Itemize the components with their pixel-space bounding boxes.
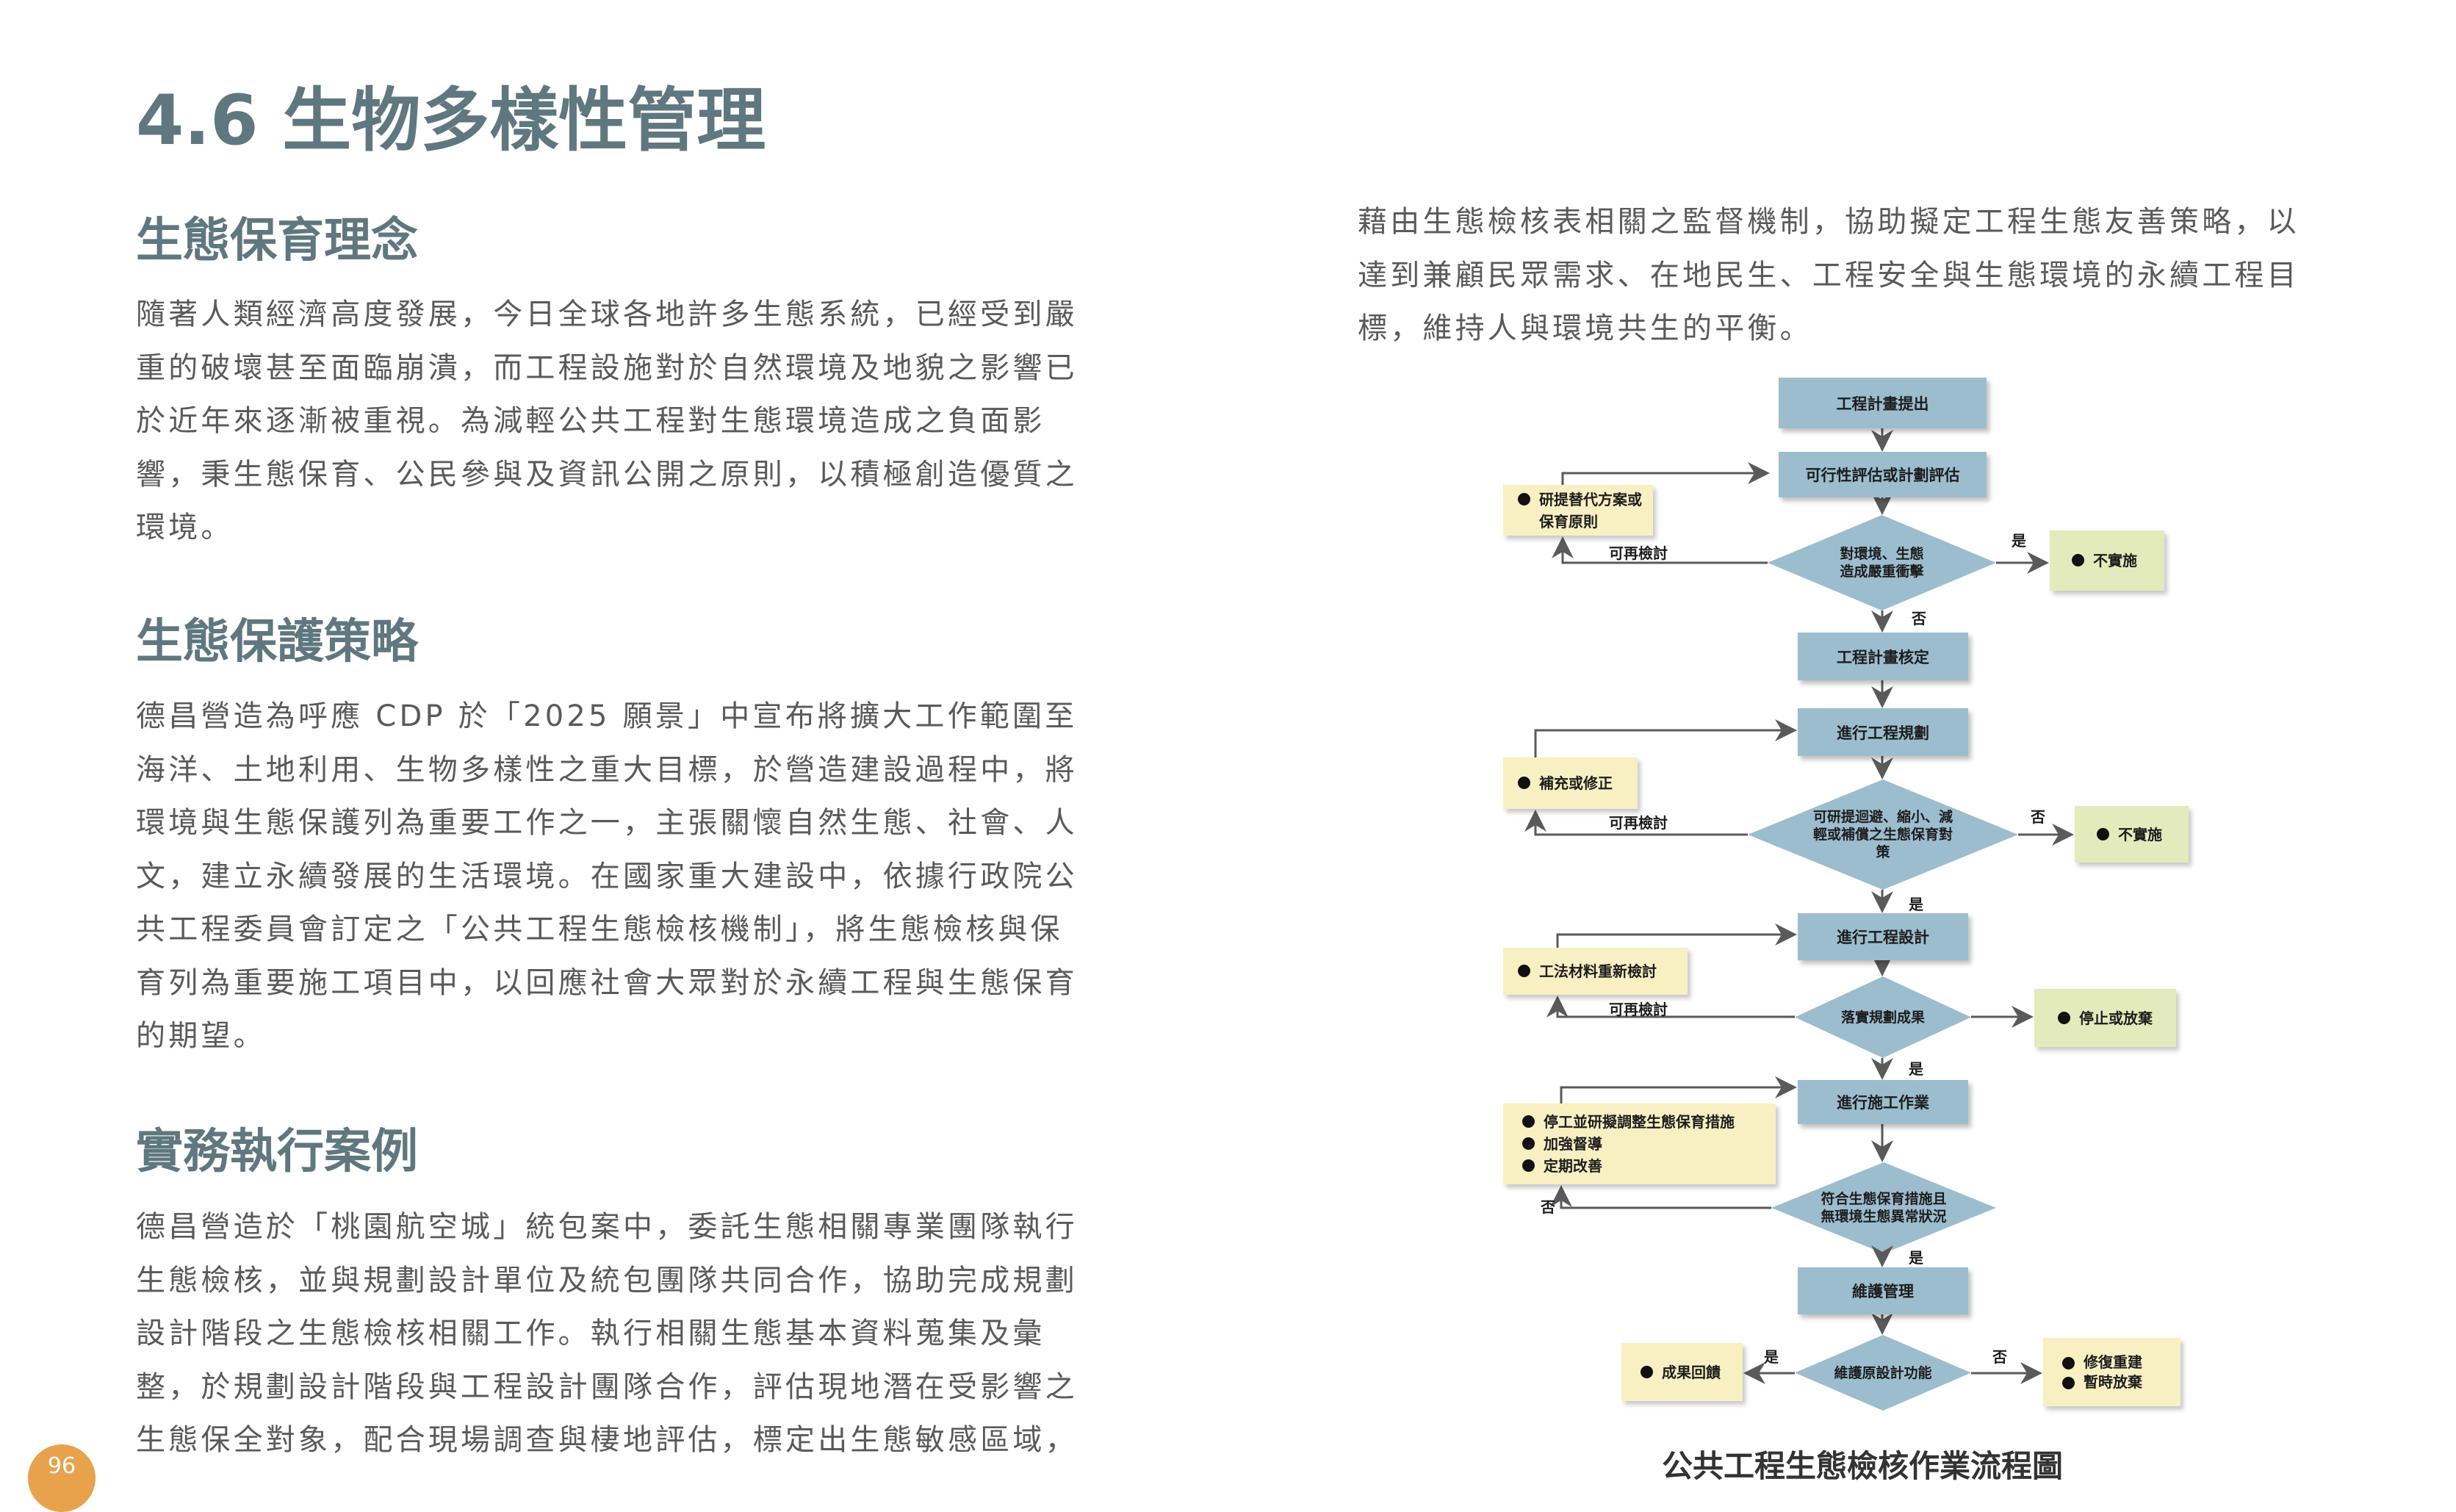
decision-text: 造成嚴重衝擊 [1840, 564, 1924, 580]
label-review: 可再檢討 [1609, 544, 1668, 562]
note-text: 不實施 [2093, 552, 2137, 569]
bullet-icon [2072, 554, 2084, 566]
label-no: 否 [2031, 808, 2045, 826]
decision-text: 無環境生態異常狀況 [1821, 1209, 1947, 1225]
text-line: 達到兼顧民眾需求、在地民生、工程安全與生態環境的永續工程目 [1358, 258, 2300, 292]
note-text: 研提替代方案或 [1539, 490, 1642, 508]
page-title: 4.6 生物多樣性管理 [136, 81, 766, 161]
bullet-icon [1522, 1115, 1535, 1128]
bullet-icon [1518, 965, 1530, 977]
note-text: 不實施 [2118, 825, 2162, 843]
label-no: 否 [1992, 1348, 2007, 1366]
text-line: 文，建立永續發展的生活環境。在國家重大建設中，依據行政院公 [136, 859, 1078, 893]
text-line: 整，於規劃設計階段與工程設計團隊合作，評估現地潛在受影響之 [136, 1369, 1078, 1404]
decision-text: 輕或補償之生態保育對 [1812, 827, 1953, 843]
label-yes: 是 [1764, 1348, 1779, 1366]
text-line: 生態保全對象，配合現場調查與棲地評估，標定出生態敏感區域， [136, 1423, 1078, 1457]
text-line: 的期望。 [136, 1019, 266, 1053]
label-review: 可再檢討 [1609, 814, 1668, 832]
decision-implement-plan: 落實規劃成果 [1795, 976, 1971, 1058]
note-text: 定期改善 [1544, 1157, 1602, 1175]
flowchart-connectors [1524, 428, 2074, 1384]
step-feasibility-assessment: 可行性評估或計劃評估 [1779, 452, 1987, 497]
label-review: 可再檢討 [1609, 1001, 1668, 1018]
paragraph-case-study: 德昌營造於「桃園航空城」統包案中，委託生態相關專業團隊執行 生態檢核，並與規劃設… [136, 1200, 1078, 1467]
label-yes: 是 [1909, 1249, 1923, 1267]
text-line: 藉由生態檢核表相關之監督機制，協助擬定工程生態友善策略，以 [1358, 205, 2300, 239]
bullet-icon [2062, 1356, 2075, 1369]
step-project-approval: 工程計畫核定 [1798, 633, 1968, 680]
note-stop-or-abandon: 停止或放棄 [2034, 989, 2176, 1047]
text-line: 德昌營造於「桃園航空城」統包案中，委託生態相關專業團隊執行 [136, 1210, 1078, 1244]
bullet-icon [1641, 1365, 1653, 1378]
note-text: 停工並研擬調整生態保育措施 [1544, 1113, 1735, 1131]
note-feedback: 成果回饋 [1621, 1343, 1743, 1401]
decision-conservation-compliance: 符合生態保育措施且 無環境生態異常狀況 [1771, 1162, 1996, 1253]
note-text: 加強督導 [1544, 1135, 1602, 1153]
note-text: 工法材料重新檢討 [1539, 962, 1657, 980]
note-text: 成果回饋 [1662, 1363, 1721, 1381]
label-no: 否 [1912, 610, 1926, 627]
paragraph-right-intro: 藉由生態檢核表相關之監督機制，協助擬定工程生態友善策略，以 達到兼顧民眾需求、在… [1358, 195, 2300, 356]
decision-text: 維護原設計功能 [1834, 1364, 1932, 1381]
flowchart-caption: 公共工程生態檢核作業流程圖 [1662, 1448, 2064, 1484]
text-line: 響，秉生態保育、公民參與及資訊公開之原則，以積極創造優質之 [136, 457, 1078, 492]
note-construction-fix: 停工並研擬調整生態保育措施 加強督導 定期改善 [1503, 1104, 1776, 1184]
text-line: 設計階段之生態檢核相關工作。執行相關生態基本資料蒐集及彙 [136, 1317, 1045, 1350]
note-not-implement-2: 不實施 [2075, 806, 2189, 863]
text-line: 育列為重要施工項目中，以回應社會大眾對於永續工程與生態保育 [136, 965, 1078, 1000]
paragraph-conservation-concept: 隨著人類經濟高度發展，今日全球各地許多生態系統，已經受到嚴 重的破壞甚至面臨崩潰… [136, 288, 1078, 555]
label-yes: 是 [1909, 896, 1923, 913]
bullet-icon [2097, 827, 2109, 840]
bullet-icon [2062, 1376, 2075, 1389]
step-engineering-planning: 進行工程規劃 [1798, 708, 1968, 756]
decision-mitigation-strategy: 可研提迴避、縮小、減 輕或補償之生態保育對 策 [1748, 780, 2018, 890]
section-heading-case-study: 實務執行案例 [136, 1125, 418, 1179]
decision-text: 落實規劃成果 [1840, 1009, 1925, 1026]
text-line: 德昌營造為呼應 CDP 於「2025 願景」中宣布將擴大工作範圍至 [136, 699, 1078, 733]
text-line: 環境。 [136, 511, 234, 544]
bullet-icon [1518, 777, 1530, 789]
label-yes: 是 [2012, 532, 2026, 550]
text-line: 隨著人類經濟高度發展，今日全球各地許多生態系統，已經受到嚴 [136, 298, 1078, 331]
label-no: 否 [1541, 1198, 1555, 1216]
note-not-implement-1: 不實施 [2050, 530, 2164, 591]
step-maintenance: 維護管理 [1798, 1267, 1968, 1314]
decision-maintain-function: 維護原設計功能 [1795, 1335, 1971, 1411]
step-project-proposal: 工程計畫提出 [1779, 378, 1987, 428]
text-line: 於近年來逐漸被重視。為減輕公共工程對生態環境造成之負面影 [136, 404, 1045, 438]
text-line: 標，維持人與環境共生的平衡。 [1358, 312, 1812, 345]
note-text: 暫時放棄 [2084, 1372, 2142, 1391]
text-line: 環境與生態保護列為重要工作之一，主張關懷自然生態、社會、人 [136, 806, 1078, 840]
text-line: 共工程委員會訂定之「公共工程生態檢核機制」，將生態檢核與保 [136, 912, 1063, 946]
step-engineering-design: 進行工程設計 [1798, 913, 1968, 960]
text-line: 重的破壞甚至面臨崩潰，而工程設施對於自然環境及地貌之影響已 [136, 350, 1078, 385]
decision-text: 策 [1876, 844, 1890, 860]
label-yes: 是 [1909, 1060, 1923, 1078]
note-text: 補充或修正 [1539, 774, 1613, 792]
bullet-icon [1518, 492, 1530, 505]
bullet-icon [2058, 1011, 2070, 1024]
bullet-icon [1522, 1159, 1535, 1172]
note-repair: 修復重建 暫時放棄 [2043, 1338, 2180, 1406]
decision-severe-impact: 對環境、生態 造成嚴重衝擊 [1768, 515, 1996, 611]
decision-text: 可研提迴避、縮小、減 [1812, 809, 1953, 825]
note-text: 停止或放棄 [2079, 1009, 2153, 1027]
text-line: 海洋、土地利用、生物多樣性之重大目標，於營造建設過程中，將 [136, 752, 1078, 787]
note-alternative-plan: 研提替代方案或保育原則 [1503, 485, 1653, 536]
step-construction: 進行施工作業 [1798, 1080, 1968, 1124]
note-text: 保育原則 [1539, 512, 1598, 530]
section-heading-protection-strategy: 生態保護策略 [136, 615, 418, 669]
bullet-icon [1522, 1137, 1535, 1150]
paragraph-protection-strategy: 德昌營造為呼應 CDP 於「2025 願景」中宣布將擴大工作範圍至 海洋、土地利… [136, 690, 1078, 1063]
note-material-review: 工法材料重新檢討 [1503, 948, 1688, 995]
note-supplement: 補充或修正 [1503, 757, 1638, 809]
section-heading-conservation-concept: 生態保育理念 [136, 214, 418, 268]
decision-text: 對環境、生態 [1840, 546, 1924, 562]
text-line: 生態檢核，並與規劃設計單位及統包團隊共同合作，協助完成規劃 [136, 1263, 1078, 1297]
decision-text: 符合生態保育措施且 [1821, 1191, 1947, 1207]
note-text: 修復重建 [2084, 1353, 2142, 1371]
